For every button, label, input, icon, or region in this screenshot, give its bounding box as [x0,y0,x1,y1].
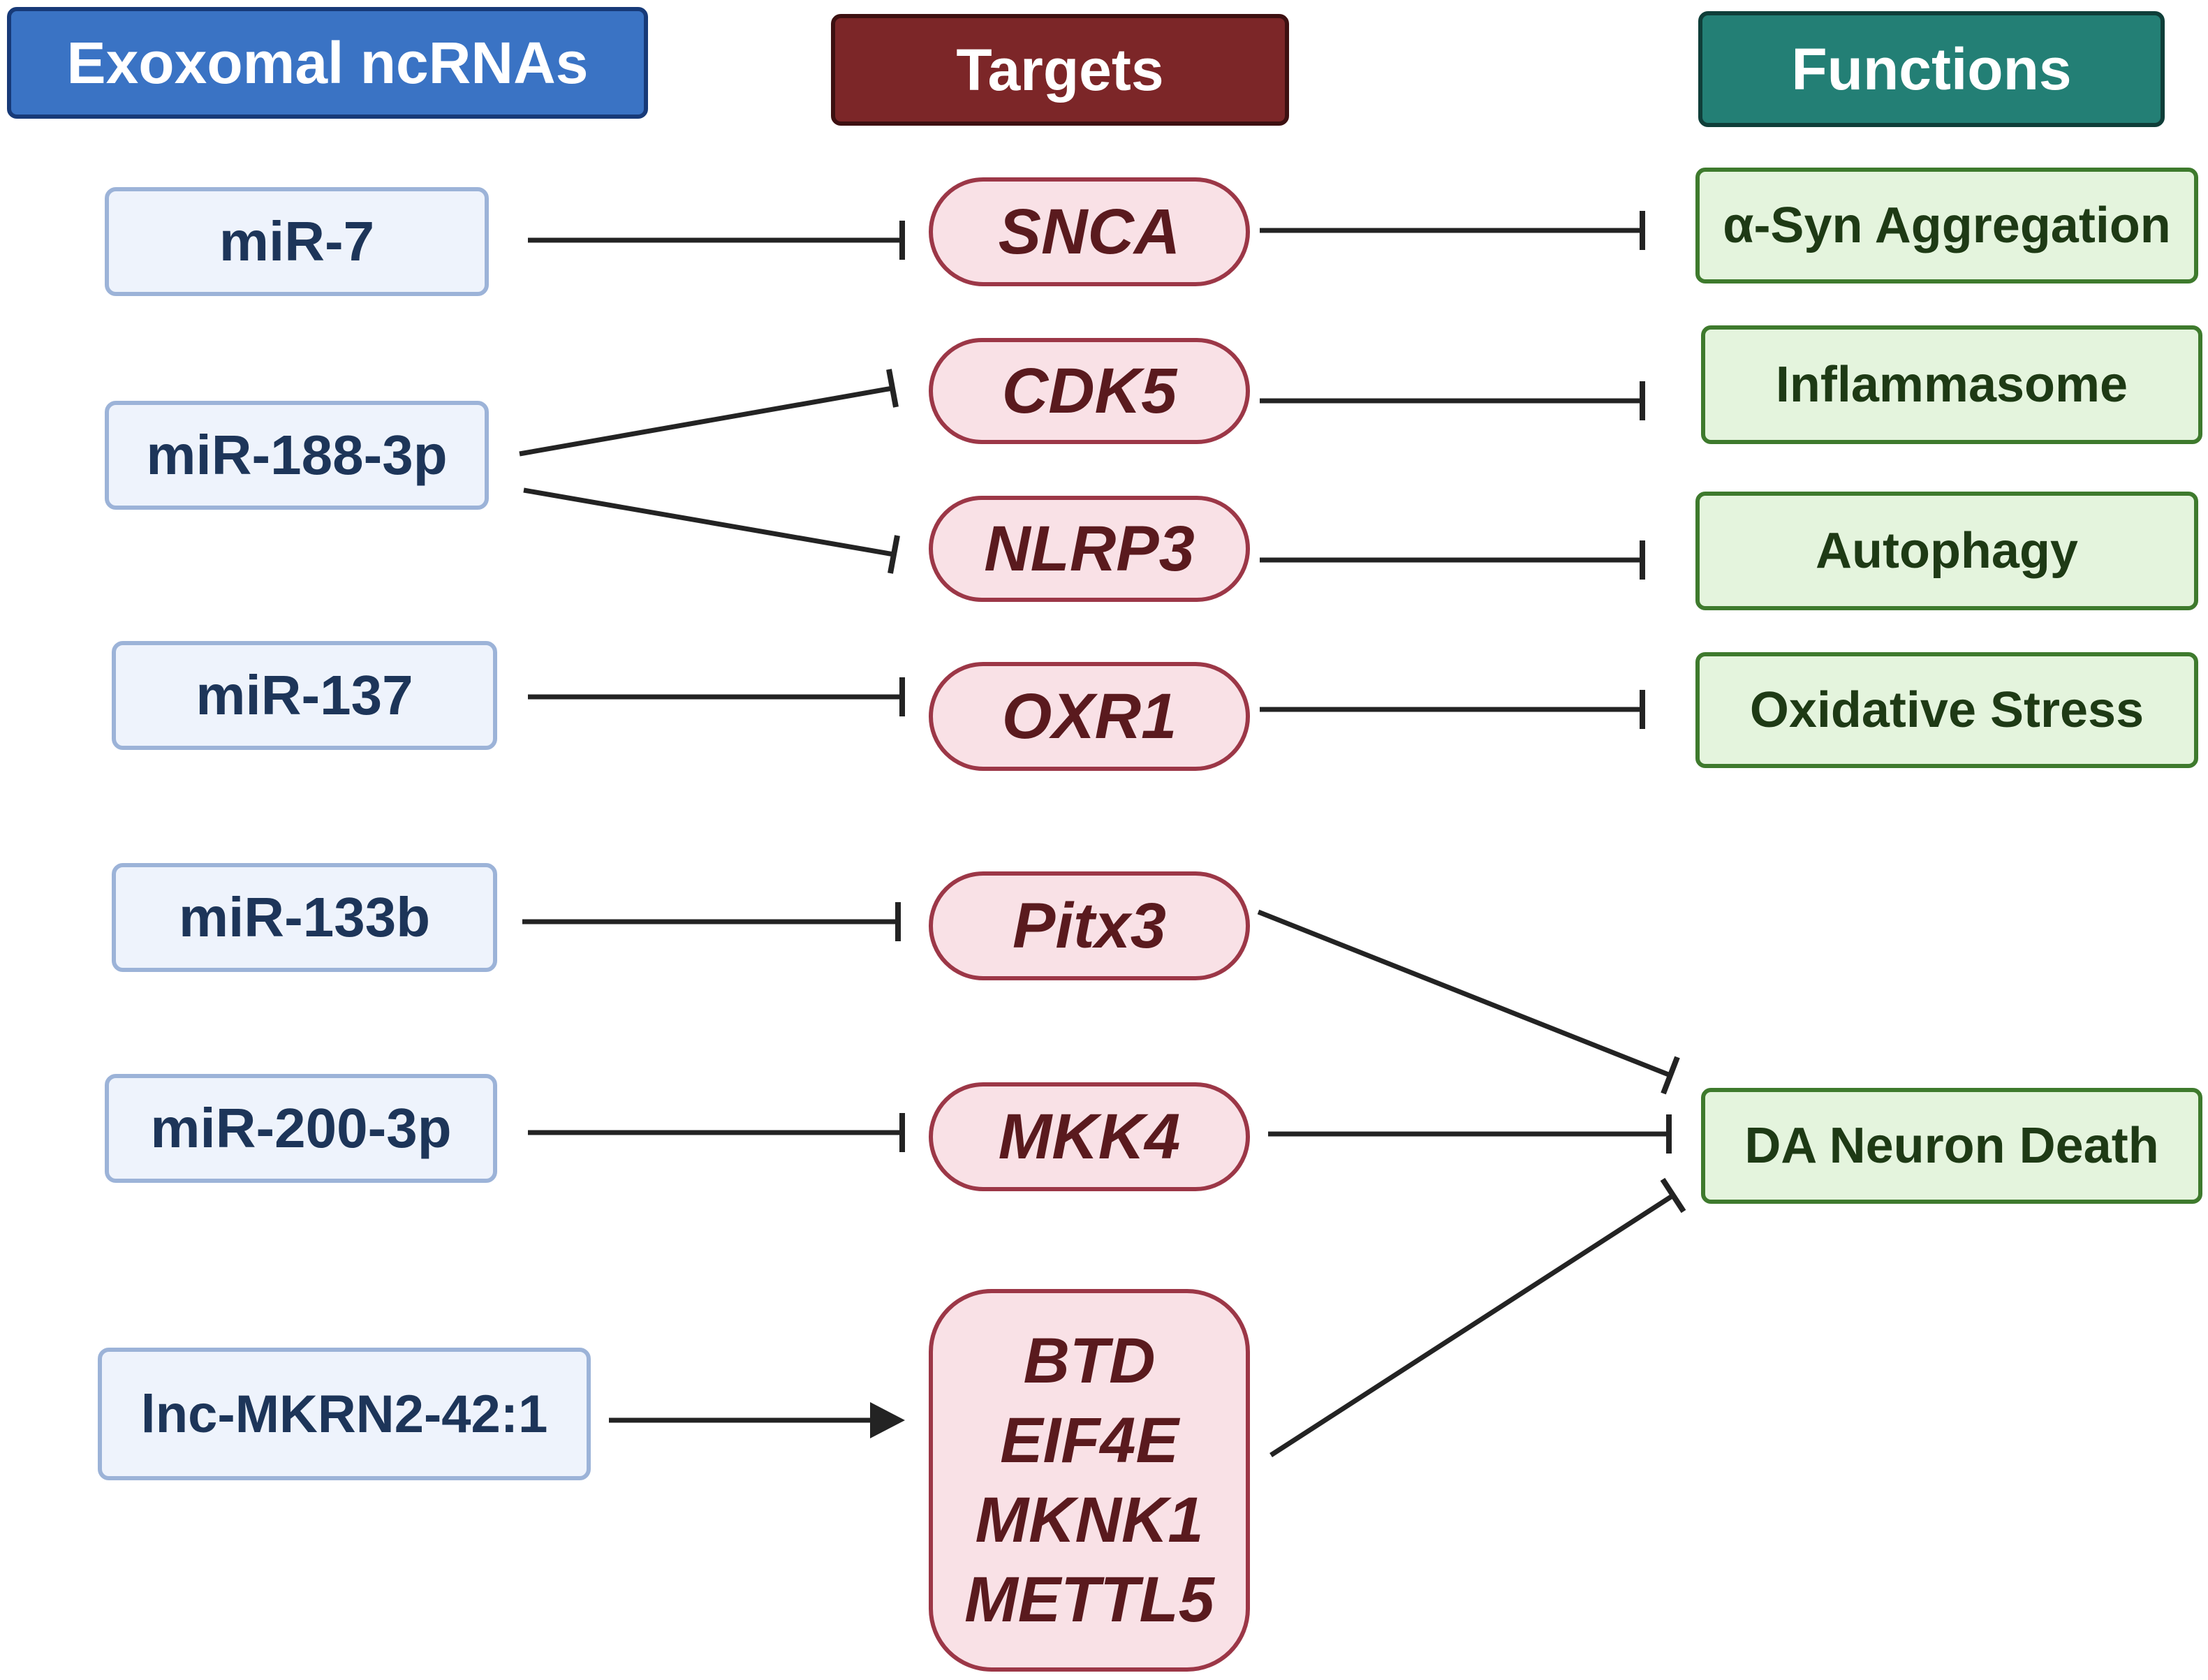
edge-mir200-mkk4 [528,1113,905,1152]
edge-nlrp3-autophagy [1260,540,1645,580]
target-btd: BTD [1023,1325,1156,1397]
function-autophagy: Autophagy [1695,492,2198,610]
rna-mir-188-3p: miR-188-3p [105,401,489,510]
edge-mkk4-da [1268,1114,1672,1154]
edge-mir188-cdk5 [519,369,899,457]
edge-oxr1-oxidative [1260,690,1645,729]
header-targets: Targets [831,14,1289,126]
function-asyn-aggregation: α-Syn Aggregation [1695,168,2198,283]
edge-mir188-nlrp3 [523,487,900,574]
rna-mir-7: miR-7 [105,187,489,296]
target-group: BTD EIF4E MKNK1 METTL5 [929,1289,1250,1672]
edge-cdk5-inflammasome [1260,381,1645,420]
edge-group-da [1269,1177,1686,1457]
edge-mir7-snca [528,221,905,260]
header-exosomal-ncrnas: Exoxomal ncRNAs [7,7,648,119]
edge-mir137-oxr1 [528,677,905,716]
function-da-neuron-death: DA Neuron Death [1701,1088,2202,1204]
target-mkk4: MKK4 [929,1082,1250,1191]
target-nlrp3: NLRP3 [929,496,1250,602]
edge-pitx3-da [1257,909,1680,1095]
header-functions: Functions [1698,11,2165,127]
target-mettl5: METTL5 [964,1564,1214,1635]
rna-mir-137: miR-137 [112,641,497,750]
target-eif4e: EIF4E [1000,1405,1179,1476]
target-cdk5: CDK5 [929,338,1250,444]
target-oxr1: OXR1 [929,662,1250,771]
target-pitx3: Pitx3 [929,871,1250,980]
edge-lnc-group [609,1402,905,1438]
function-inflammasome: Inflammasome [1701,325,2202,444]
function-oxidative-stress: Oxidative Stress [1695,652,2198,768]
target-snca: SNCA [929,177,1250,286]
edge-snca-asyn [1260,211,1645,250]
edge-mir133b-pitx3 [522,902,901,941]
rna-mir-200-3p: miR-200-3p [105,1074,497,1183]
rna-mir-133b: miR-133b [112,863,497,972]
target-mknk1: MKNK1 [975,1484,1204,1556]
rna-lnc-mkrn2-42-1: lnc-MKRN2-42:1 [98,1348,591,1480]
